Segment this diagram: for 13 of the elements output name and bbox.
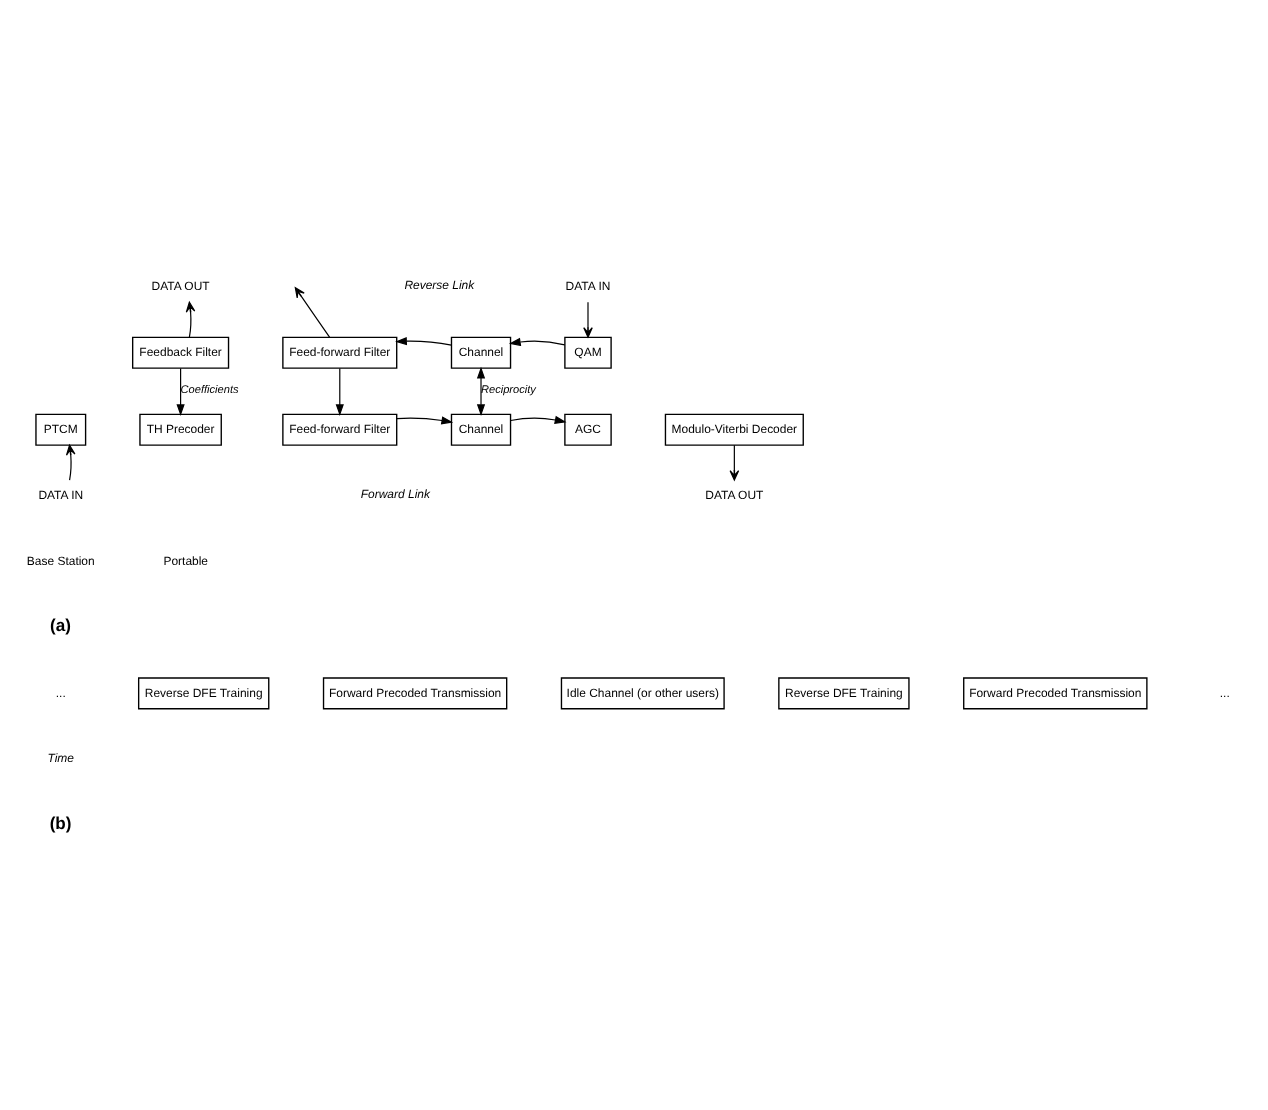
label: (b) — [49, 811, 72, 832]
arrow — [335, 366, 344, 416]
arrow — [729, 443, 740, 480]
arrow — [510, 414, 567, 423]
arrow — [176, 366, 185, 416]
label: (a) — [50, 613, 71, 634]
arrow — [395, 336, 453, 345]
arrow — [396, 415, 454, 424]
arrow — [508, 336, 566, 346]
arrow — [583, 300, 593, 337]
arrow — [476, 365, 486, 416]
arrow — [185, 300, 196, 337]
arrow — [65, 443, 76, 480]
